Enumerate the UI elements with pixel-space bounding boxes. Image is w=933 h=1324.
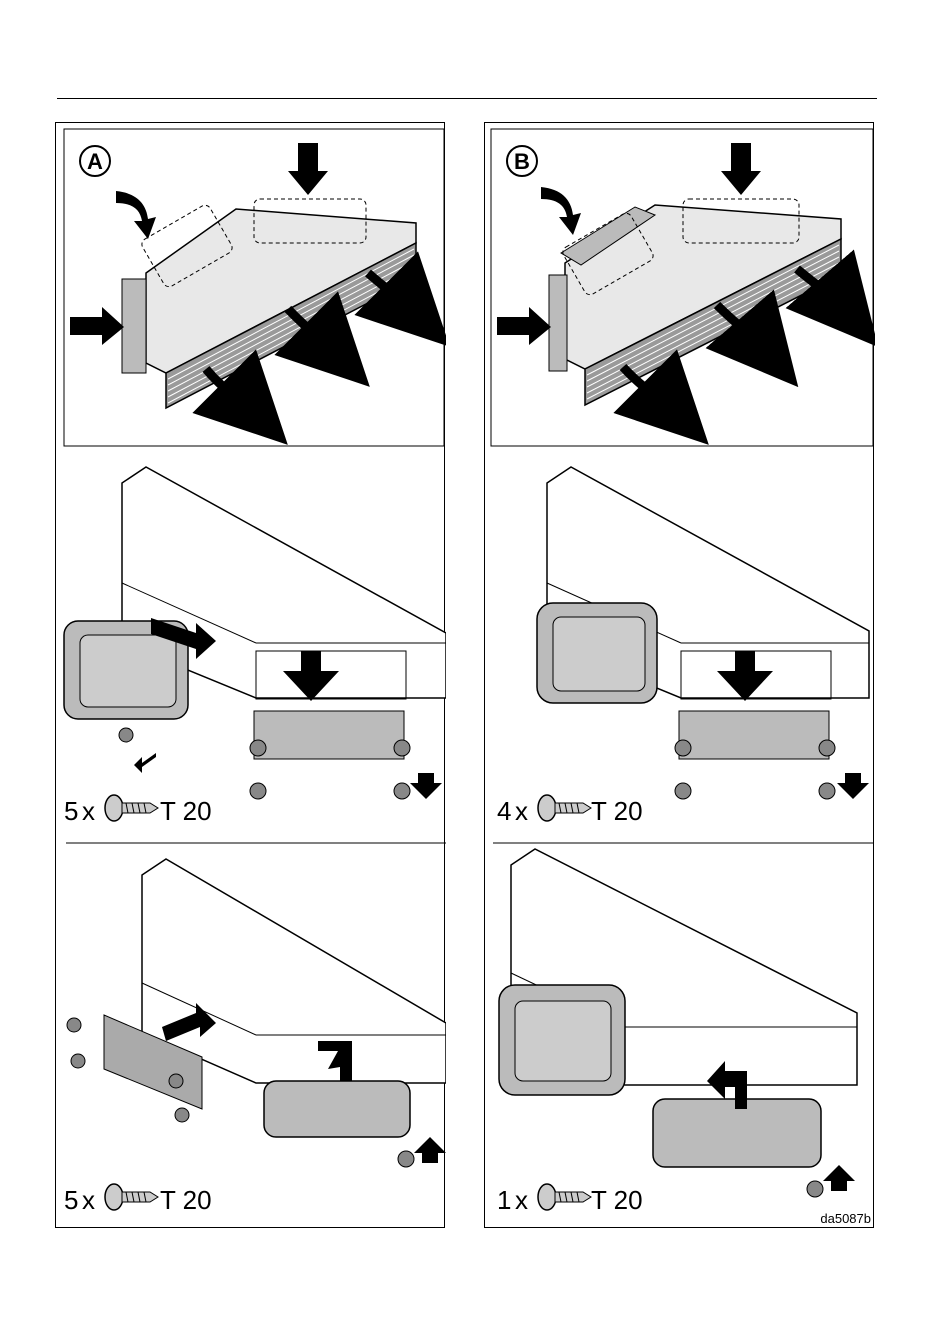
duct-step1-a xyxy=(64,467,446,799)
screw-icon xyxy=(538,795,591,821)
screw-x-b1: x xyxy=(515,796,528,826)
screw-icon xyxy=(105,1184,158,1210)
screw-icon xyxy=(538,1184,591,1210)
torx-size-b1: T 20 xyxy=(591,796,643,826)
screw-count-b2: 1 xyxy=(497,1185,511,1215)
duct-step2-b xyxy=(499,849,857,1197)
screw-x-b2: x xyxy=(515,1185,528,1215)
screw-count-a2: 5 xyxy=(64,1185,78,1215)
letter-b: B xyxy=(514,149,530,174)
column-b-drawing: B xyxy=(485,123,875,1229)
screw-icon xyxy=(105,795,158,821)
torx-size-b2: T 20 xyxy=(591,1185,643,1215)
screw-x-a1: x xyxy=(82,796,95,826)
screw-count-a1: 5 xyxy=(64,796,78,826)
header-rule xyxy=(57,98,877,99)
screw-x-a2: x xyxy=(82,1185,95,1215)
duct-step1-b xyxy=(537,467,869,799)
column-a: A xyxy=(55,122,445,1228)
screw-count-b1: 4 xyxy=(497,796,511,826)
torx-size-a2: T 20 xyxy=(160,1185,212,1215)
drawing-code: da5087b xyxy=(820,1211,871,1226)
letter-a: A xyxy=(87,149,103,174)
torx-size-a1: T 20 xyxy=(160,796,212,826)
column-a-drawing: A xyxy=(56,123,446,1229)
column-b: B xyxy=(484,122,874,1228)
duct-step2-a xyxy=(67,859,446,1167)
